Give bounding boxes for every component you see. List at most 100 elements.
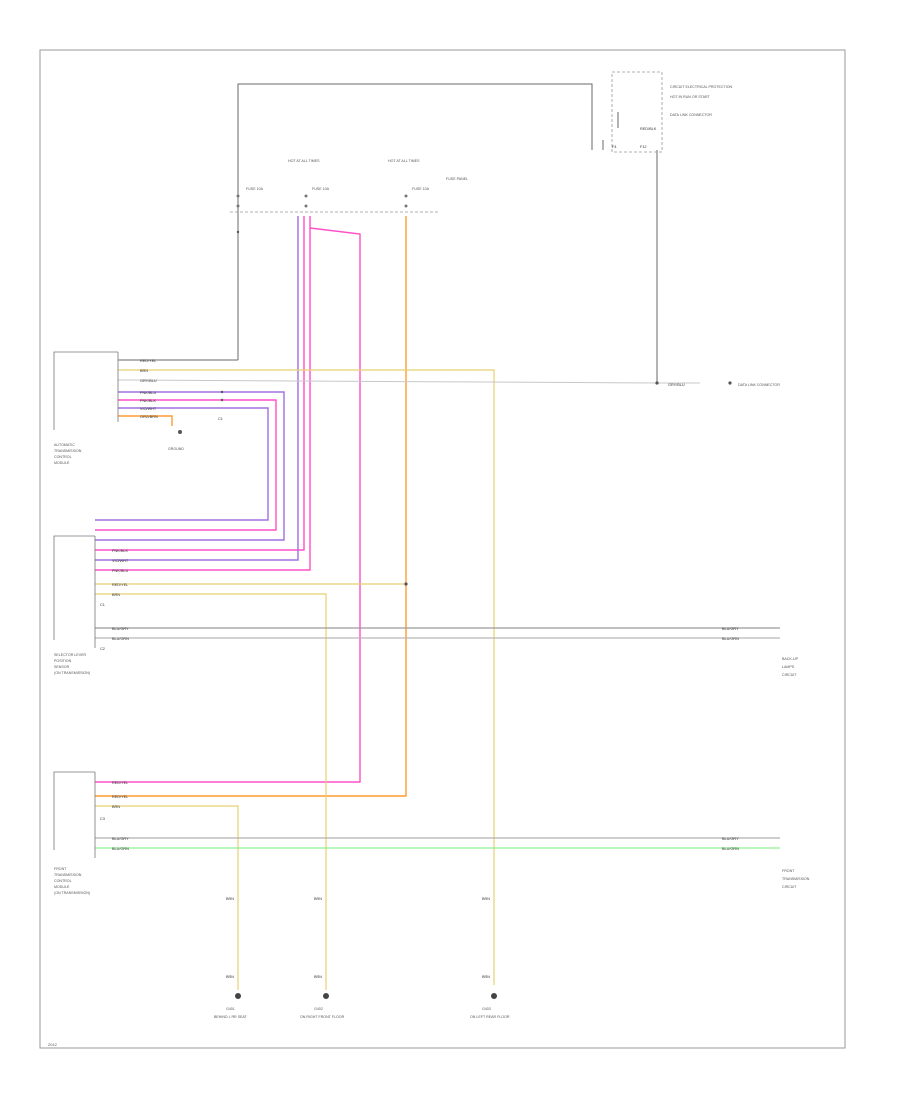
module-top-ground: GROUND <box>168 447 184 451</box>
ground-g3-label-2: ON LEFT REAR FLOOR <box>470 1015 510 1019</box>
module-bot-wire-2: RED/YEL <box>112 795 128 799</box>
ground-g2-wire-top: BRN <box>314 897 322 901</box>
module-mid-wire-5: BRN <box>112 593 120 597</box>
splice-dots <box>220 230 408 586</box>
fuse-panel-label: FUSE PANEL <box>446 177 468 181</box>
fuse-c-label: FUSE 10A <box>412 187 430 191</box>
connector-icon <box>728 381 732 385</box>
module-top: AUTOMATIC TRANSMISSION CONTROL MODULE RE… <box>53 351 223 465</box>
ground-icon <box>491 993 497 999</box>
fuse-c-icon <box>404 194 408 208</box>
right-top-wire: GRY/BLU <box>668 383 685 387</box>
module-top-connector: C1 <box>218 417 223 421</box>
module-mid-connector-b: C2 <box>100 647 105 651</box>
diagram-footer: 2012 <box>48 1042 57 1047</box>
bot-right-label-1: FRONT <box>782 869 795 873</box>
ignition-title: CIRCUIT ELECTRICAL PROTECTION <box>670 85 733 89</box>
module-bot-label-5: (ON TRANSMISSION) <box>54 891 90 895</box>
mid-right-wire-2: BLU/GRN <box>722 637 739 641</box>
module-top-label-4: MODULE <box>54 461 70 465</box>
module-mid-connector-a: C1 <box>100 603 105 607</box>
ground-g1-wire-top: BRN <box>226 897 234 901</box>
module-bot-connector: C3 <box>100 817 105 821</box>
fuse-b-icon <box>304 194 308 208</box>
module-bot-label-2: TRANSMISSION <box>54 873 82 877</box>
ground-g2-label-1: G402 <box>314 1007 323 1011</box>
bot-right-label-2: TRANSMISSION <box>782 877 810 881</box>
ground-icon <box>178 430 182 434</box>
module-top-wire-1: RED/YEL <box>140 359 156 363</box>
mid-right-label-1: BACK-UP <box>782 657 799 661</box>
fuse-header-left: HOT AT ALL TIMES <box>288 159 320 163</box>
fuse-panel: HOT AT ALL TIMES HOT AT ALL TIMES FUSE 1… <box>230 159 468 213</box>
orange-wire <box>95 216 407 797</box>
ignition-sub1: HOT IN RUN OR START <box>670 95 711 99</box>
ground-icon <box>323 993 329 999</box>
module-bot-label-4: MODULE <box>54 885 70 889</box>
module-mid-label-3: SENSOR <box>54 665 70 669</box>
module-bot-wire-5: BLU/GRN <box>112 847 129 851</box>
fuse-a-icon <box>236 194 240 208</box>
ignition-switch-box: CIRCUIT ELECTRICAL PROTECTION HOT IN RUN… <box>611 71 733 153</box>
module-mid-wire-4: RED/YEL <box>112 583 128 587</box>
ignition-pin-a: F4 <box>612 145 616 149</box>
ground-g1-label-1: G401 <box>226 1007 235 1011</box>
module-top-label-1: AUTOMATIC <box>54 443 75 447</box>
module-top-wire-4: PNK/BLU <box>140 391 157 395</box>
module-top-wire-5: PNK/BLK <box>140 399 157 403</box>
module-top-wire-2: BRN <box>140 369 148 373</box>
pink-violet-bundle <box>95 216 361 783</box>
ground-g1-label-2: BEHIND L RR SEAT <box>214 1015 248 1019</box>
ground-g1: BRN BRN G401 BEHIND L RR SEAT <box>214 897 248 1019</box>
module-bot-label-1: FRONT <box>54 867 67 871</box>
module-mid-label-1: SELECTOR LEVER <box>54 653 86 657</box>
yellow-wires <box>95 369 495 990</box>
ground-g2: BRN BRN G402 ON RIGHT FRONT FLOOR <box>300 897 345 1019</box>
module-top-wire-3: GRY/BLU <box>140 379 157 383</box>
ground-g3: BRN BRN G403 ON LEFT REAR FLOOR <box>470 897 510 1019</box>
top-feed-wires <box>118 83 658 383</box>
module-bot-label-3: CONTROL <box>54 879 72 883</box>
module-mid-wire-3: PNK/BLU <box>112 569 129 573</box>
ignition-pin-b: F12 <box>640 145 647 149</box>
ignition-wire: RED/BLK <box>640 127 657 131</box>
ground-g2-label-2: ON RIGHT FRONT FLOOR <box>300 1015 345 1019</box>
module-bot-wire-4: BLU/GRY <box>112 837 129 841</box>
fuse-header-right: HOT AT ALL TIMES <box>388 159 420 163</box>
module-mid-wire-6: BLU/GRY <box>112 627 129 631</box>
ground-icon <box>235 993 241 999</box>
module-bot-wire-1: RED/YEL <box>112 781 128 785</box>
mid-right-label-3: CIRCUIT <box>782 673 797 677</box>
module-mid-wire-2: VIO/WHT <box>112 559 129 563</box>
module-mid-label-4: (ON TRANSMISSION) <box>54 671 90 675</box>
ignition-sub2: DATA LINK CONNECTOR <box>670 113 712 117</box>
bot-right-wire-1: BLU/GRY <box>722 837 739 841</box>
module-mid: SELECTOR LEVER POSITION SENSOR (ON TRANS… <box>53 535 799 677</box>
mid-right-label-2: LAMPS <box>782 665 795 669</box>
module-top-wire-6: VIO/WHT <box>140 407 157 411</box>
module-mid-wire-7: BLU/GRN <box>112 637 129 641</box>
right-top-connector: GRY/BLU DATA LINK CONNECTOR <box>655 381 780 387</box>
bot-right-label-3: CIRCUIT <box>782 885 797 889</box>
right-top-dlc: DATA LINK CONNECTOR <box>738 383 780 387</box>
module-bot: FRONT TRANSMISSION CONTROL MODULE (ON TR… <box>53 771 810 895</box>
ground-g3-wire: BRN <box>482 975 490 979</box>
fuse-b-label: FUSE 10A <box>312 187 330 191</box>
module-top-wire-7: ORG/BRN <box>140 415 158 419</box>
module-mid-label-2: POSITION <box>54 659 72 663</box>
gray-data-line <box>117 379 700 384</box>
bottom-right-wires <box>95 837 780 849</box>
module-bot-wire-3: BRN <box>112 805 120 809</box>
fuse-a-label: FUSE 10A <box>246 187 264 191</box>
module-top-label-3: CONTROL <box>54 455 72 459</box>
diagram-frame <box>39 49 846 1049</box>
ground-g1-wire: BRN <box>226 975 234 979</box>
module-top-label-2: TRANSMISSION <box>54 449 82 453</box>
ground-g3-wire-top: BRN <box>482 897 490 901</box>
mid-right-wires <box>95 627 780 639</box>
ground-g3-label-1: G403 <box>482 1007 491 1011</box>
module-mid-wire-1: PNK/BLK <box>112 549 129 553</box>
ground-g2-wire: BRN <box>314 975 322 979</box>
bot-right-wire-2: BLU/GRN <box>722 847 739 851</box>
